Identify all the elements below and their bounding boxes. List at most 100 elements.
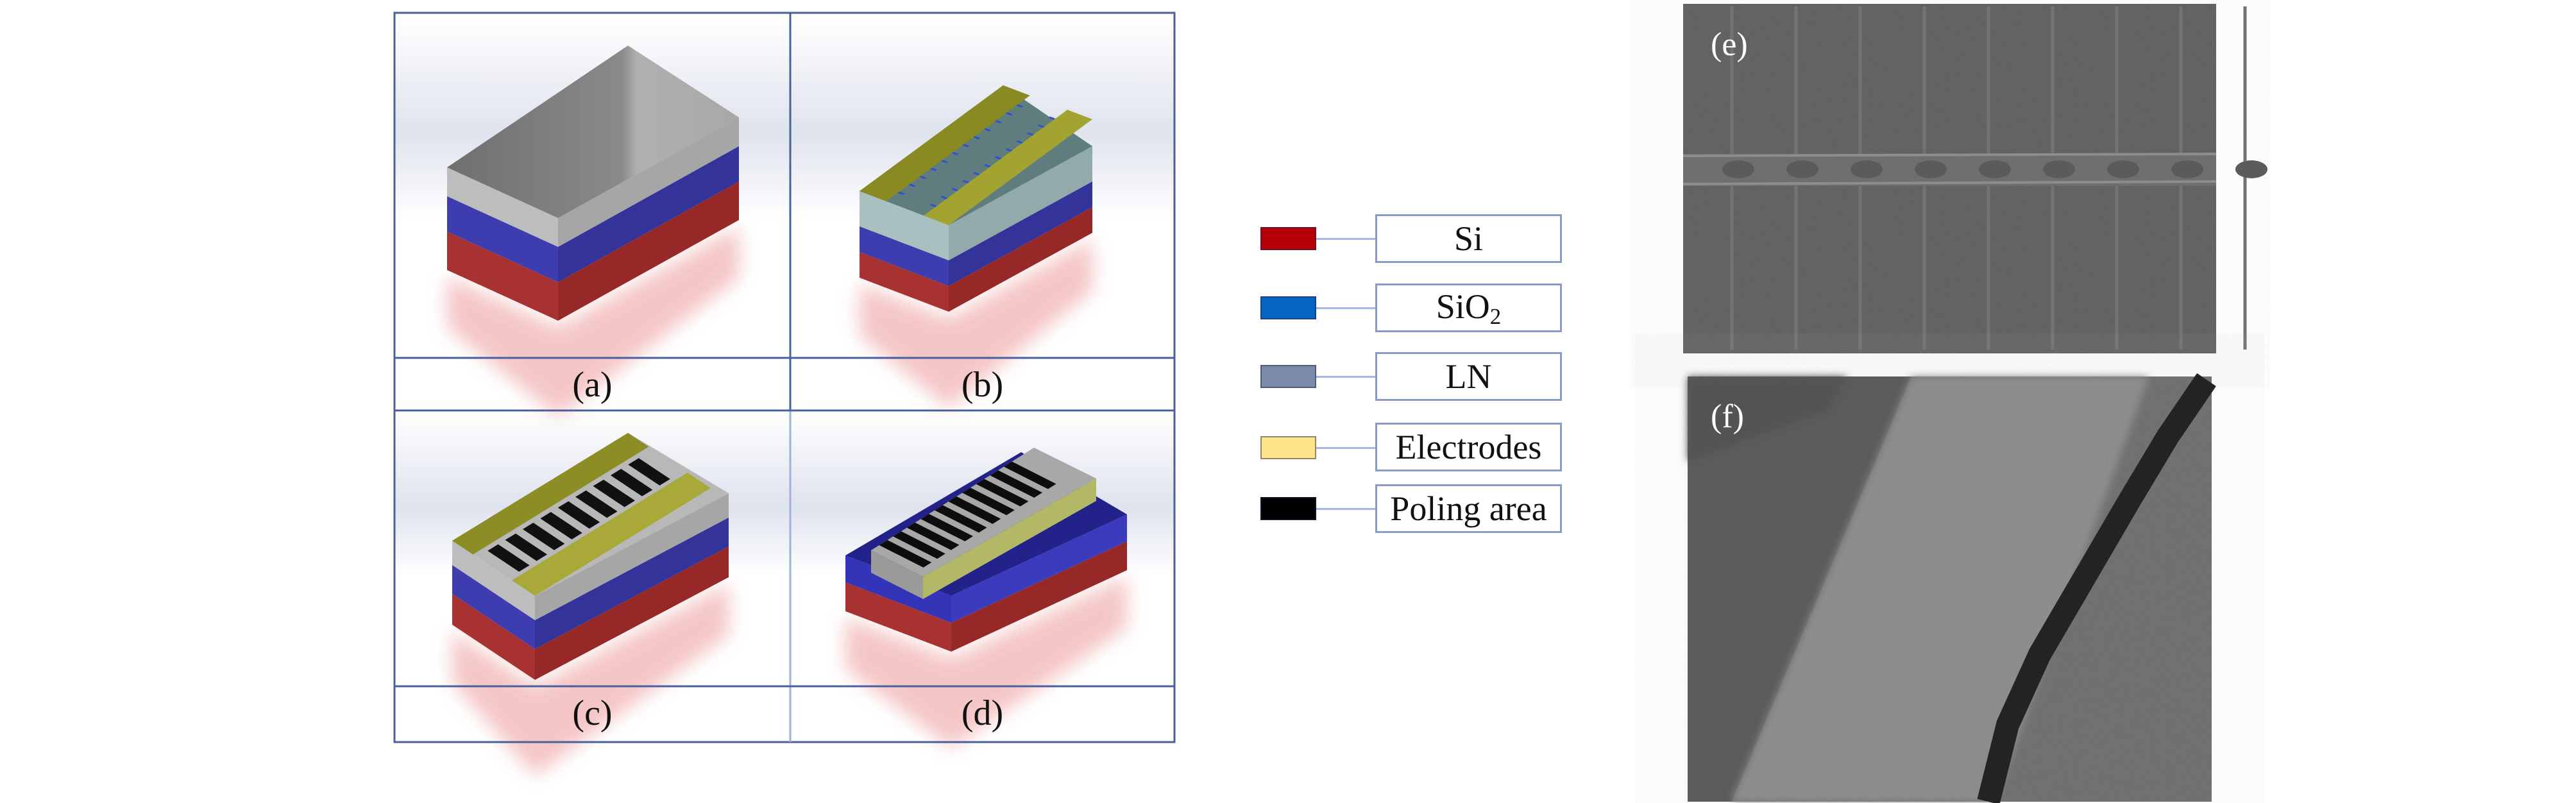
poling-area xyxy=(593,479,635,507)
legend-label: Electrodes xyxy=(1395,428,1542,466)
legend-label: LN xyxy=(1445,357,1492,396)
poled-domain xyxy=(2235,160,2267,178)
sio2-layer-front xyxy=(860,226,949,286)
legend-item-si: Si xyxy=(1375,214,1562,263)
poling-area xyxy=(906,522,960,550)
electrode-finger xyxy=(994,156,1002,160)
panel-label-c: (c) xyxy=(572,693,613,733)
sio2-layer-side xyxy=(949,182,1092,286)
electrode-finger xyxy=(940,160,948,164)
poling-area xyxy=(990,470,1042,498)
poling-area xyxy=(935,505,987,533)
poling-area xyxy=(610,469,653,496)
electrode-finger xyxy=(951,151,959,156)
sio2-layer-front xyxy=(452,565,535,649)
poling-area xyxy=(575,490,618,518)
electrode-finger xyxy=(951,188,959,192)
sem-label-f: (f) xyxy=(1711,398,1744,435)
electrode-finger xyxy=(919,175,927,180)
reflection xyxy=(447,226,739,417)
legend-label: Si xyxy=(1453,219,1484,258)
legend-swatch-poling-area xyxy=(1260,497,1316,520)
poling-area xyxy=(505,533,547,561)
electrode-finger xyxy=(1037,124,1045,128)
poling-area xyxy=(879,540,932,568)
panel-label-b: (b) xyxy=(961,365,1004,405)
electrode-finger xyxy=(930,167,938,171)
electrode-finger xyxy=(972,172,980,176)
legend-swatch-si xyxy=(1260,227,1316,250)
legend-label: Poling area xyxy=(1390,489,1547,528)
sio2-layer-side xyxy=(535,518,729,649)
ln-layer-side xyxy=(535,493,729,620)
electrode-finger xyxy=(908,183,916,187)
electrode-strip xyxy=(924,110,1092,225)
sem-image-e xyxy=(1682,4,2267,353)
electrode-finger xyxy=(1048,116,1056,120)
si-layer-front xyxy=(447,232,558,321)
electrode-finger xyxy=(1005,148,1013,152)
reflection xyxy=(845,577,1127,748)
poling-area xyxy=(962,487,1015,516)
si-layer-front xyxy=(452,594,535,680)
reflection xyxy=(452,584,729,776)
panel-label-a: (a) xyxy=(572,365,613,405)
legend-connector xyxy=(1316,376,1375,378)
electrode-finger xyxy=(1016,140,1024,144)
top-face xyxy=(860,85,1092,225)
electrode-finger xyxy=(1005,112,1013,116)
sio2-layer-side xyxy=(558,146,739,282)
poling-area xyxy=(522,523,565,550)
poling-area xyxy=(557,501,600,529)
si-layer-side xyxy=(951,541,1127,652)
legend-item-electrodes: Electrodes xyxy=(1375,423,1562,471)
sio2-layer-side xyxy=(951,514,1127,623)
si-layer-front xyxy=(845,582,951,652)
electrode-finger xyxy=(984,128,992,131)
electrode-finger xyxy=(962,180,970,183)
legend-item-poling-area: Poling area xyxy=(1375,484,1562,533)
legend-item-ln: LN xyxy=(1375,352,1562,401)
ridge-side xyxy=(923,478,1096,599)
poling-area xyxy=(893,531,945,559)
electrode-strip xyxy=(452,433,649,555)
electrode-finger xyxy=(897,191,905,195)
legend-label: SiO2 xyxy=(1436,287,1502,329)
panel-grid xyxy=(393,12,1176,743)
electrode-finger xyxy=(994,120,1002,124)
ridge-front xyxy=(871,550,923,599)
electrode-finger xyxy=(962,144,970,148)
legend-connector xyxy=(1316,238,1375,240)
top-face xyxy=(447,46,739,218)
poling-area xyxy=(976,478,1029,507)
electrode-finger xyxy=(929,203,937,207)
ln-layer-side xyxy=(558,117,739,247)
ln-layer-front xyxy=(860,191,949,260)
si-layer-side xyxy=(535,546,729,680)
sem-label-e: (e) xyxy=(1711,26,1748,63)
electrode-finger xyxy=(1016,104,1024,108)
si-layer-side xyxy=(558,182,739,321)
ln-layer-front xyxy=(452,541,535,620)
sem-image-f xyxy=(1688,373,2216,803)
legend-swatch-ln xyxy=(1260,365,1316,388)
si-layer-side xyxy=(949,207,1092,312)
electrode-finger xyxy=(973,136,981,140)
legend-item-sio2: SiO2 xyxy=(1375,283,1562,332)
reflection xyxy=(860,239,1092,408)
ln-layer-front xyxy=(447,167,558,247)
legend-connector xyxy=(1316,508,1375,510)
poling-area xyxy=(1004,461,1056,489)
poling-area xyxy=(920,514,974,542)
poling-area xyxy=(948,496,1001,524)
electrode-finger xyxy=(983,164,991,168)
sio2-layer-front xyxy=(447,196,558,282)
legend-connector xyxy=(1316,447,1375,449)
ln-layer-side xyxy=(949,146,1092,260)
legend-swatch-sio2 xyxy=(1260,296,1316,319)
poling-area xyxy=(628,458,670,486)
legend-connector xyxy=(1316,307,1375,309)
electrode-finger xyxy=(1026,132,1034,136)
legend-swatch-electrodes xyxy=(1260,436,1316,459)
